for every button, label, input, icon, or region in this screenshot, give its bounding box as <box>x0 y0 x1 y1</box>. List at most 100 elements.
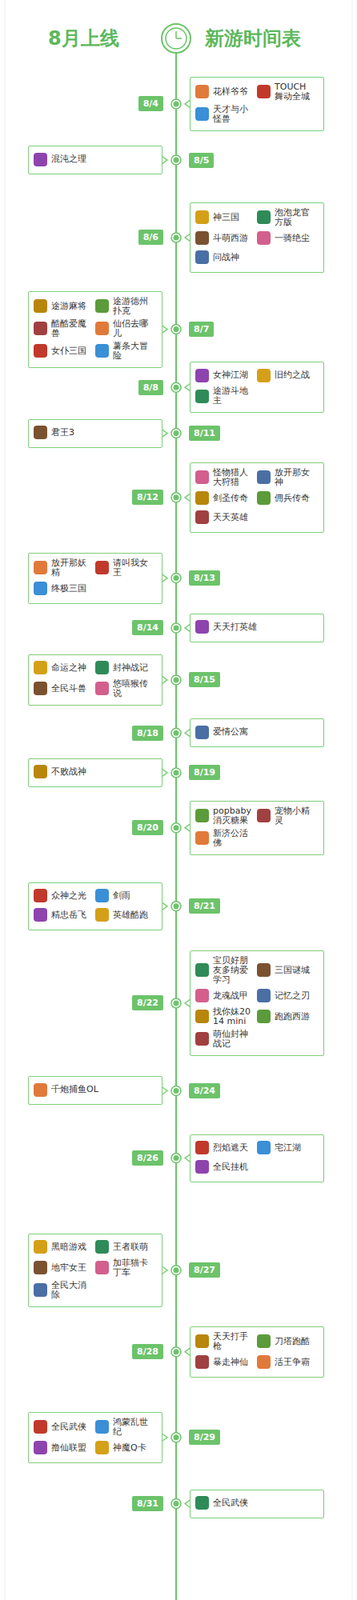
game-icon <box>33 561 48 575</box>
game-item: 薯条大冒险 <box>95 341 157 362</box>
game-icon <box>33 344 48 358</box>
game-icon <box>195 1355 209 1370</box>
game-list-box: 女神江湖 旧约之战途游斗地主 <box>189 361 325 414</box>
game-item: 女神江湖 <box>195 367 257 384</box>
date-label: 8/31 <box>136 1499 159 1510</box>
game-name: 王者联萌 <box>112 1243 149 1253</box>
box-pointer <box>161 769 168 778</box>
game-name: 宠物小精灵 <box>274 806 317 827</box>
game-name: 烈焰遮天 <box>212 1143 249 1154</box>
game-item: 撸仙联盟 <box>33 1440 96 1457</box>
box-pointer <box>161 574 168 583</box>
timeline-dot-core <box>173 1088 180 1095</box>
game-item: 终极三国 <box>33 581 96 598</box>
game-name: 活王争霸 <box>274 1358 310 1368</box>
game-item: 宠物小精灵 <box>256 806 319 827</box>
game-name: 剑圣传奇 <box>212 493 249 504</box>
game-item: 天天打英雄 <box>195 619 319 636</box>
game-icon <box>195 389 209 404</box>
game-name: 刀塔跑酷 <box>274 1337 310 1348</box>
game-icon <box>195 989 209 1003</box>
game-name: 新济公活佛 <box>212 829 255 849</box>
game-name: 爱情公寓 <box>212 727 249 738</box>
game-name: 泡泡龙官方版 <box>274 208 317 228</box>
game-icon <box>256 210 271 225</box>
game-icon <box>256 369 271 383</box>
game-item: 神魔Q卡 <box>95 1440 157 1457</box>
game-name: 君王3 <box>51 428 75 438</box>
game-icon <box>33 1240 48 1255</box>
game-name: 跑跑西游 <box>274 1012 310 1023</box>
date-badge: 8/29 <box>188 1430 221 1446</box>
timeline-dot <box>171 382 181 393</box>
game-name: 命运之神 <box>51 663 87 674</box>
timeline-dot <box>171 623 181 634</box>
timeline-dot-core <box>173 1267 180 1274</box>
game-item: 仙侣去哪儿 <box>95 319 157 339</box>
game-icon <box>195 510 209 525</box>
game-list-box: 天天打英雄 <box>189 613 325 643</box>
timeline-dot <box>171 429 181 439</box>
game-name: 途游斗地主 <box>212 386 255 406</box>
game-icon <box>195 231 209 245</box>
game-name: 旧约之战 <box>274 370 310 381</box>
timeline-dot <box>171 1266 181 1276</box>
timeline-dot-core <box>173 430 180 437</box>
timeline-dot <box>171 675 181 686</box>
date-label: 8/15 <box>193 674 216 686</box>
timeline-dot-core <box>173 1155 180 1162</box>
game-name: 加菲猫卡丁车 <box>112 1259 155 1279</box>
game-icon <box>256 491 271 506</box>
game-icon <box>256 470 271 485</box>
game-item: 花样爷爷 <box>195 82 257 102</box>
date-label: 8/8 <box>143 382 159 394</box>
timeline-dot-core <box>173 730 180 737</box>
date-badge: 8/6 <box>138 229 164 245</box>
game-list-box: 全民武侠鸿蒙乱世纪撸仙联盟神魔Q卡 <box>28 1412 163 1465</box>
game-icon <box>195 491 209 506</box>
game-item: 封神战记 <box>95 660 157 677</box>
date-label: 8/28 <box>136 1347 159 1358</box>
game-item: 全民武侠 <box>33 1418 96 1438</box>
game-icon <box>33 661 48 675</box>
game-icon <box>33 681 48 696</box>
game-item: 请叫我女王 <box>95 558 157 578</box>
game-item: 佣兵传奇 <box>256 490 319 507</box>
date-badge: 8/13 <box>188 570 221 586</box>
game-name: 一骑绝尘 <box>274 233 310 244</box>
game-item: 三国谜城 <box>256 956 319 986</box>
game-name: 鸿蒙乱世纪 <box>112 1418 155 1438</box>
game-icon <box>195 210 209 225</box>
game-list-box: 不败战神 <box>28 758 163 788</box>
date-label: 8/7 <box>193 324 209 335</box>
game-name: 黑暗游戏 <box>51 1243 87 1253</box>
game-icon <box>256 1141 271 1156</box>
date-badge: 8/11 <box>188 425 221 442</box>
game-list-box: 神三国泡泡龙官方版斗萌西游一骑绝尘问战神 <box>189 202 325 273</box>
game-item: 活王争霸 <box>256 1355 319 1372</box>
game-icon <box>195 620 209 634</box>
game-list-box: 途游麻将途游德州扑克酷酷爱魔兽仙侣去哪儿女仆三国薯条大冒险 <box>28 291 163 369</box>
game-item: 君王3 <box>33 425 157 442</box>
game-name: 途游麻将 <box>51 301 87 312</box>
box-pointer <box>161 1267 168 1276</box>
game-item: popbaby 消灭糖果 <box>195 806 257 827</box>
date-label: 8/26 <box>136 1153 159 1164</box>
game-icon <box>95 681 109 696</box>
date-badge: 8/19 <box>188 765 221 781</box>
game-name: 神三国 <box>212 212 240 223</box>
clock-icon <box>161 24 191 53</box>
game-icon <box>95 299 109 313</box>
game-icon <box>33 1283 48 1298</box>
game-item: 天天英雄 <box>195 509 257 526</box>
game-item: 英雄酷跑 <box>95 907 157 924</box>
game-name: 三国谜城 <box>274 966 310 976</box>
game-item: 放开那妖精 <box>33 558 96 578</box>
game-icon <box>33 1441 48 1456</box>
timeline-dot-core <box>173 1349 180 1356</box>
date-label: 8/22 <box>136 998 159 1009</box>
timeline-dot-core <box>173 903 180 910</box>
game-name: 放开那女神 <box>274 468 317 488</box>
game-icon <box>33 1261 48 1276</box>
game-name: 全民大消除 <box>51 1281 93 1301</box>
